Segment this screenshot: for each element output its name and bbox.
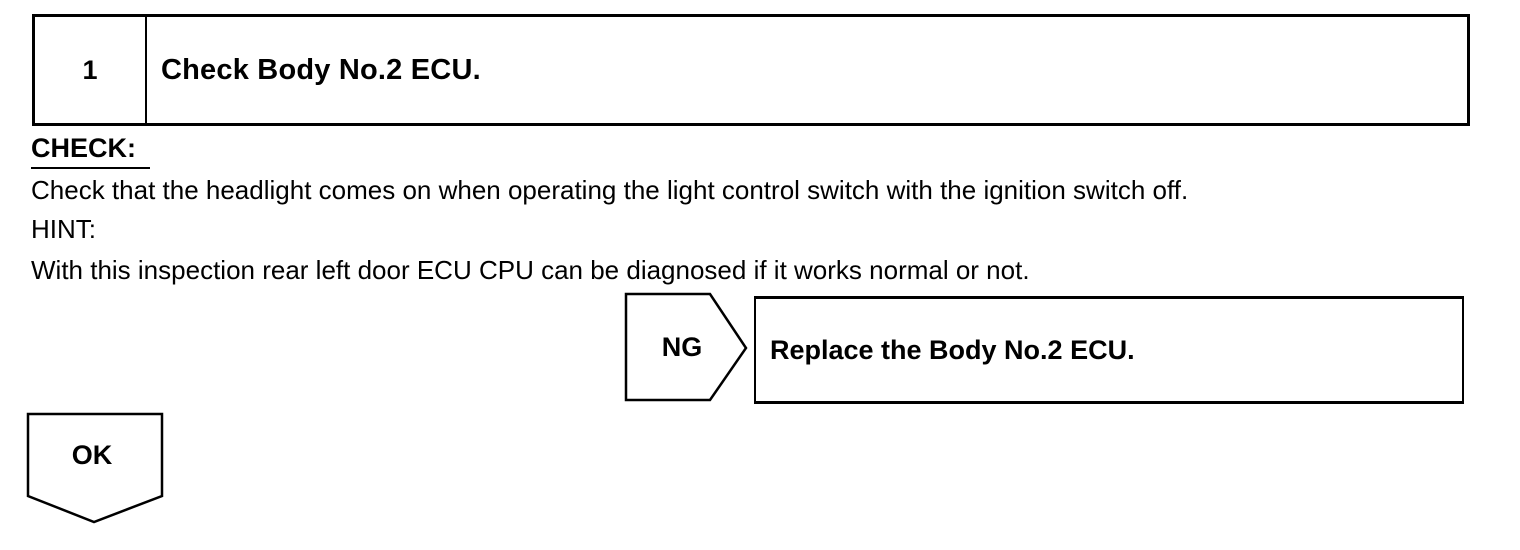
hint-heading: HINT: (31, 214, 96, 244)
step-number: 1 (35, 17, 147, 123)
check-instruction: Check that the headlight comes on when o… (31, 175, 1189, 205)
step-title: Check Body No.2 ECU. (161, 53, 481, 86)
ng-action-text: Replace the Body No.2 ECU. (770, 334, 1135, 365)
check-heading-underline (31, 167, 150, 169)
ng-label: NG (661, 332, 703, 362)
ng-arrow-icon (624, 292, 748, 402)
hint-text: With this inspection rear left door ECU … (31, 255, 1030, 285)
step-header: 1 Check Body No.2 ECU. (32, 14, 1470, 126)
ng-action-box: Replace the Body No.2 ECU. (754, 296, 1464, 404)
ok-label: OK (71, 440, 113, 470)
check-heading: CHECK: (31, 133, 136, 163)
ok-arrow-icon (26, 412, 164, 524)
